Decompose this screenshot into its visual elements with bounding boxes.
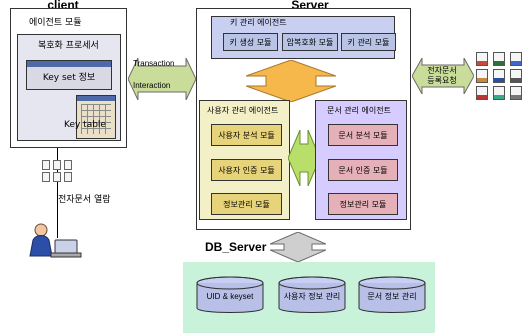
transaction-label: Transaction [133,59,175,68]
db-server-title: DB_Server [205,240,267,254]
key-agent-label: 키 관리 에이전트 [230,18,287,27]
decrypt-label: 복호화 프로세서 [38,41,99,51]
key-agent-box: 키 관리 에이전트 키 생성 모듈 암복호화 모듈 키 관리 모듈 [211,16,396,59]
db-user-info-cylinder [278,276,346,313]
doc-auth-module: 문서 인증 모듈 [328,159,398,181]
client-agent-module-label: 에이전트 모듈 [29,18,82,28]
db-doc-info-cylinder [358,276,426,313]
register-request-label-line2: 등록요청 [427,76,457,85]
user-auth-module: 사용자 인증 모듈 [211,159,282,181]
register-request-label-line1: 전자문서 [427,66,457,76]
view-doc-icon-5 [53,172,61,182]
view-docs-label: 전자문서 열람 [58,195,111,205]
keyset-window-titlebar [27,61,111,67]
doc-zip-icon [476,69,488,83]
doc-image-icon [510,52,522,66]
key-mgmt-module: 키 관리 모듈 [341,33,396,51]
interaction-label: Interaction [133,81,171,90]
doc-analysis-module: 문서 분석 모듈 [328,124,398,146]
register-request-label: 전자문서 등록요청 [420,63,464,89]
keytable-label: Key table [64,120,106,130]
key-gen-module: 키 생성 모듈 [223,33,278,51]
view-doc-icon-1 [42,160,50,170]
user-agent-label: 사용자 관리 에이전트 [207,106,279,115]
doc-sheet-icon [493,52,505,66]
client-panel: 에이전트 모듈 복호화 프로세서 Key set 정보 Key table [10,8,127,148]
doc-word-icon [493,69,505,83]
server-horizontal-arrow [288,130,320,186]
view-doc-icon-6 [64,172,72,182]
keytable-grid [81,104,111,134]
server-vertical-arrow [246,60,336,102]
doc-media-icon [510,69,522,83]
client-vertical-link [57,148,58,238]
doc-other-icon [510,86,522,100]
document-icons-cluster [474,52,530,100]
doc-file-icon [476,52,488,66]
view-docs-icons-cluster [42,160,72,190]
agent-module-box: 복호화 프로세서 Key set 정보 Key table [17,34,121,141]
doc-info-module: 정보관리 모듈 [328,193,398,215]
keyset-window: Key set 정보 [26,60,112,90]
doc-agent-box: 문서 관리 에이전트 문서 분석 모듈 문서 인증 모듈 정보관리 모듈 [315,100,407,220]
view-doc-icon-2 [53,160,61,170]
doc-text-icon [493,86,505,100]
db-uid-keyset-cylinder [196,276,264,313]
db-server-arrow [270,232,326,262]
user-agent-box: 사용자 관리 에이전트 사용자 분석 모듈 사용자 인증 모듈 정보관리 모듈 [199,100,290,220]
user-analysis-module: 사용자 분석 모듈 [211,124,282,146]
db-uid-keyset-label: UID & keyset [206,291,254,301]
doc-pdf-icon [476,86,488,100]
user-info-module: 정보관리 모듈 [211,193,282,215]
view-doc-icon-3 [64,160,72,170]
transaction-arrow [128,58,196,100]
encrypt-decrypt-module: 암복호화 모듈 [282,33,338,51]
db-doc-info-label: 문서 정보 관리 [367,291,417,301]
db-user-info-label: 사용자 정보 관리 [283,291,341,301]
view-doc-icon-4 [42,172,50,182]
keyset-label: Key set 정보 [42,72,96,83]
person-at-laptop-icon [29,223,82,258]
register-request-arrow [412,58,474,94]
doc-agent-label: 문서 관리 에이전트 [327,106,391,115]
keytable-titlebar [77,96,115,101]
keytable-window [76,95,116,139]
